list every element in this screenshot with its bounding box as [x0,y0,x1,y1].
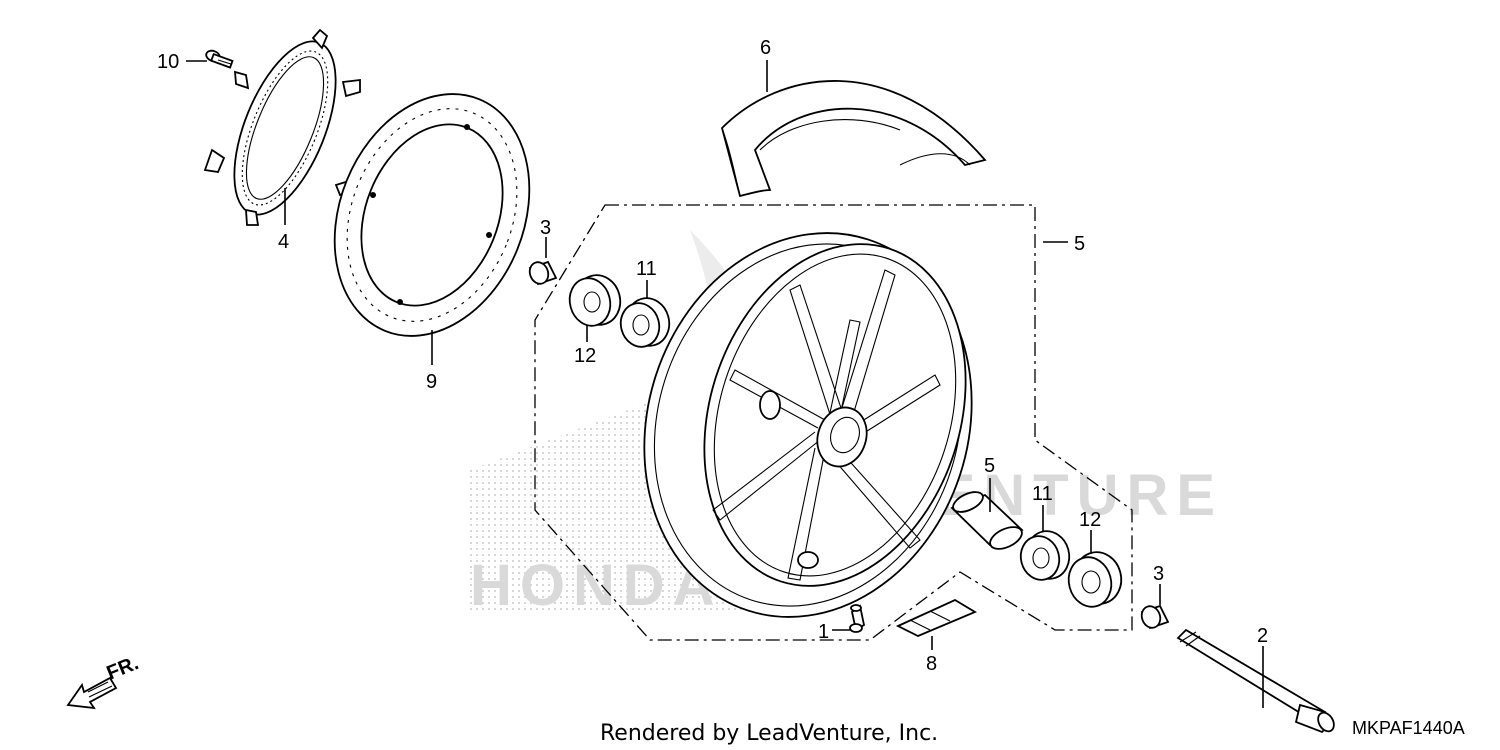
callout-1: 1 [818,621,829,643]
callout-12-lower: 12 [1079,509,1101,531]
part-distance-collar [950,491,1024,550]
callouts: 10 4 9 6 5 3 12 11 5 11 12 3 2 1 8 [157,37,1268,675]
part-axle [1176,628,1335,734]
callout-4: 4 [278,231,289,253]
callout-8: 8 [926,653,937,675]
diagram-code: MKPAF1440A [1352,718,1465,738]
callout-10: 10 [157,51,179,73]
part-collar-right [1140,604,1170,630]
callout-12-upper: 12 [574,345,596,367]
callout-3-lower: 3 [1153,563,1164,585]
part-collar-left [528,260,558,286]
render-caption: Rendered by LeadVenture, Inc. [600,721,938,746]
direction-label: FR. [104,652,142,684]
callout-7: 6 [760,37,771,59]
part-wheel [534,204,1133,641]
callout-11-upper: 11 [636,258,657,280]
callout-3-upper: 3 [540,217,551,239]
part-bearing-left-inner [619,297,671,348]
part-pulser-ring [203,28,361,226]
callout-5: 5 [984,455,995,477]
callout-11-lower: 11 [1032,483,1053,505]
front-direction-arrow: FR. [66,652,142,710]
part-bearing-left-outer [568,274,622,327]
callout-6: 5 [1074,233,1085,255]
part-valve [849,604,866,633]
part-brake-disc [333,93,531,337]
part-balance-weight [895,598,977,637]
svg-text:HONDA: HONDA [470,553,723,618]
callout-9: 9 [426,371,437,393]
part-bolt [205,49,234,69]
callout-2: 2 [1257,625,1268,647]
part-tire [720,80,987,198]
wheel-spokes [712,269,941,581]
part-bearing-right-inner [1019,530,1071,581]
part-bearing-right-outer [1067,551,1123,608]
leader-lines [186,60,1264,708]
